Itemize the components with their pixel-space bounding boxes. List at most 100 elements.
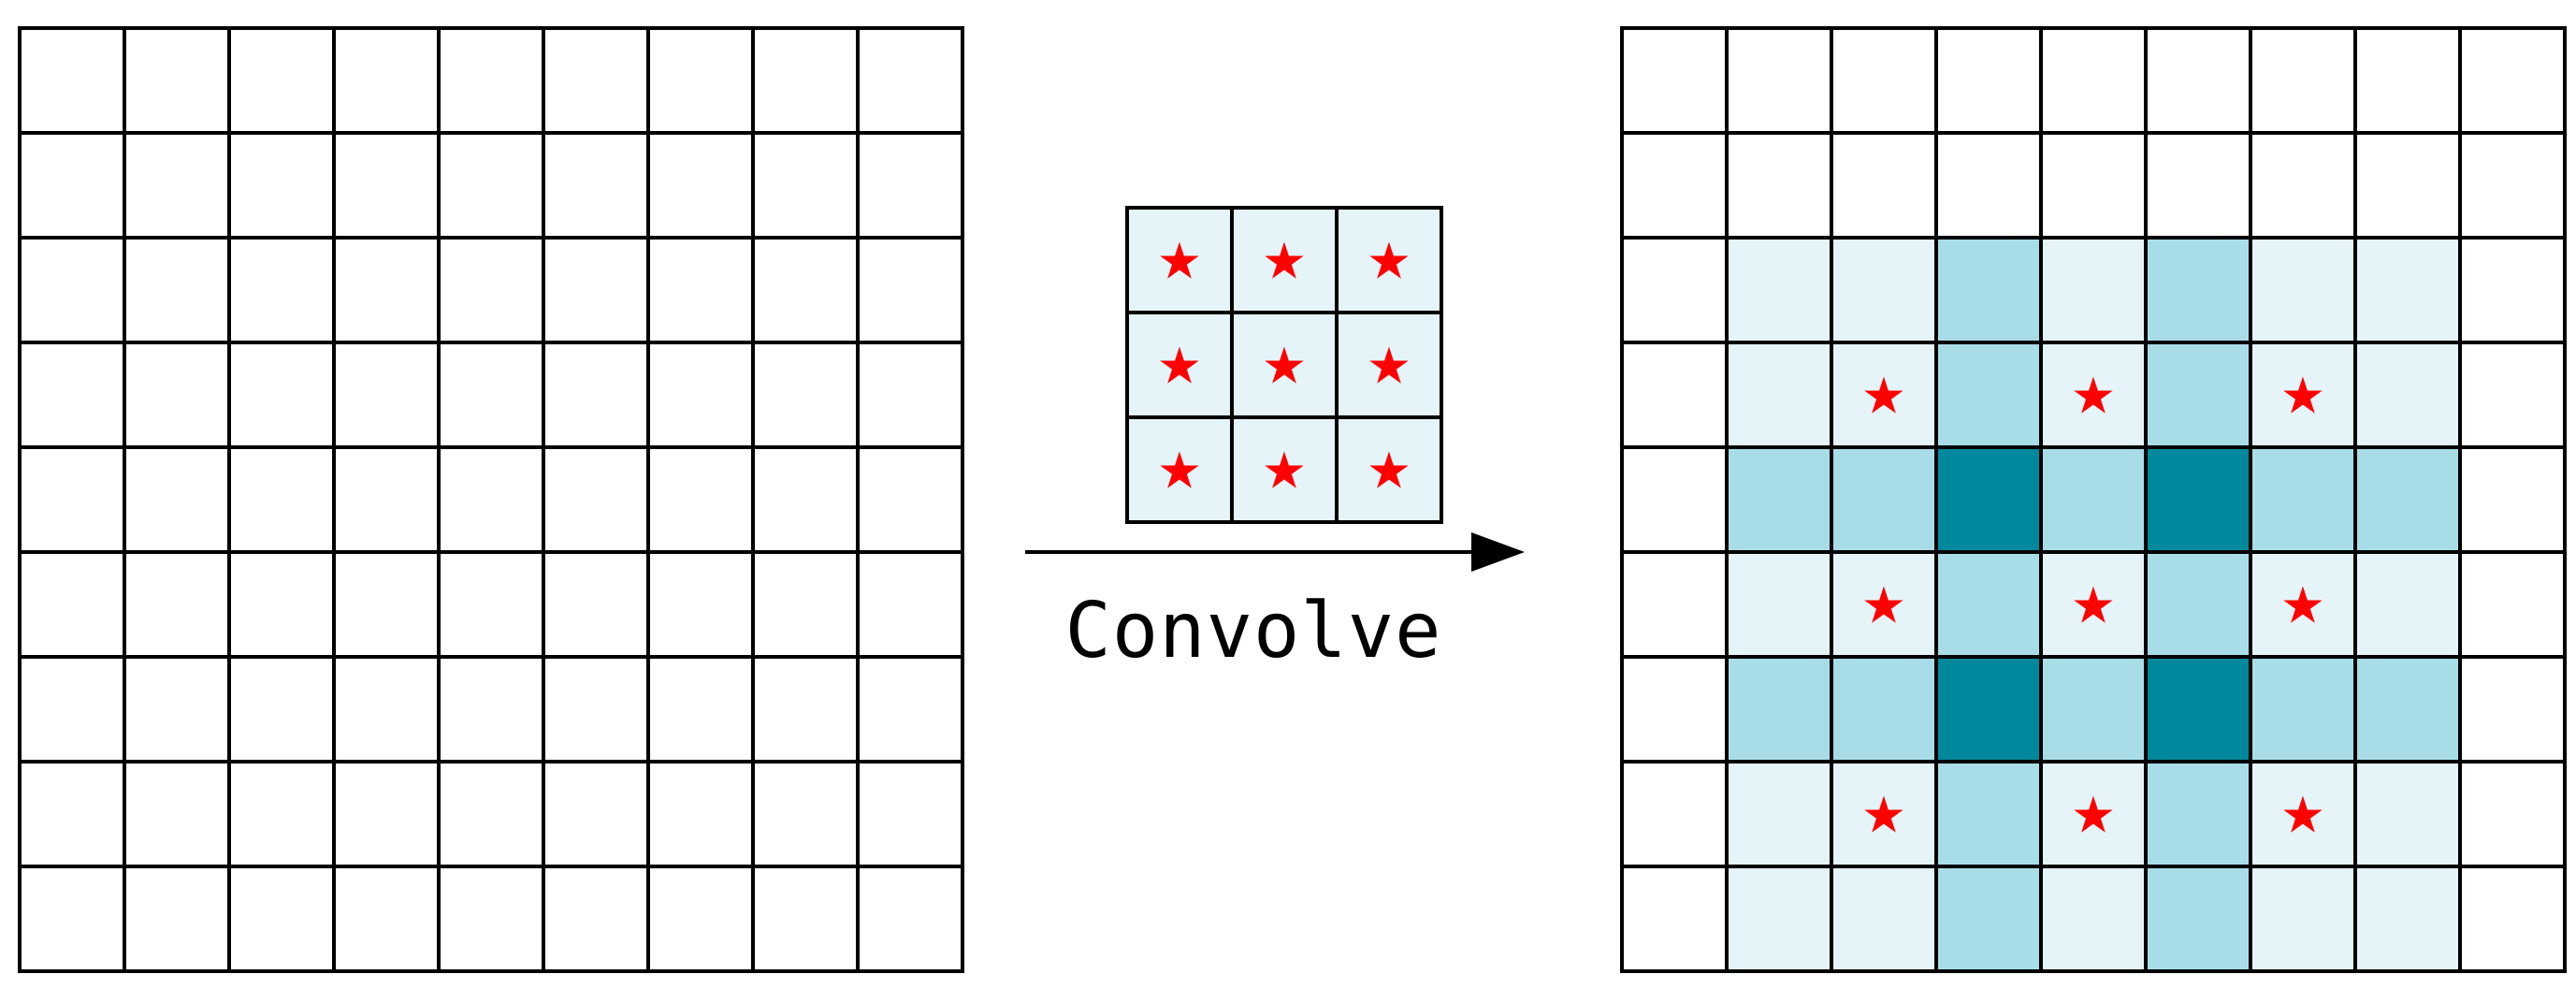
input-cell — [334, 342, 439, 447]
output-cell — [2250, 133, 2355, 238]
output-cell — [1727, 447, 1831, 552]
input-cell — [648, 133, 753, 238]
input-cell — [543, 762, 648, 866]
output-cell — [1936, 133, 2041, 238]
input-cell — [543, 133, 648, 238]
input-cell — [648, 342, 753, 447]
kernel-cell — [1337, 313, 1441, 417]
output-cell — [1831, 866, 1936, 971]
input-cell — [543, 552, 648, 657]
output-grid: ★★★★★★★★★ — [1620, 26, 2567, 973]
input-cell — [229, 133, 334, 238]
input-cell — [439, 238, 543, 342]
input-cell — [648, 657, 753, 762]
input-cell — [648, 762, 753, 866]
output-cell — [2460, 238, 2565, 342]
input-cell — [20, 342, 124, 447]
input-cell — [229, 238, 334, 342]
input-cell — [543, 447, 648, 552]
input-cell — [334, 447, 439, 552]
output-cell — [1622, 447, 1727, 552]
input-cell — [439, 28, 543, 133]
output-star-icon: ★ — [2280, 785, 2325, 844]
input-cell — [858, 28, 962, 133]
input-cell — [124, 133, 229, 238]
output-cell — [1831, 762, 1936, 866]
output-cell — [1622, 342, 1727, 447]
kernel-cell — [1232, 417, 1337, 522]
input-cell — [543, 342, 648, 447]
kernel-cell — [1232, 313, 1337, 417]
input-cell — [858, 866, 962, 971]
input-cell — [124, 552, 229, 657]
output-cell — [2250, 342, 2355, 447]
output-cell — [2041, 866, 2146, 971]
output-cell — [1831, 657, 1936, 762]
input-cell — [20, 447, 124, 552]
output-cell — [2041, 133, 2146, 238]
output-star-icon: ★ — [1861, 366, 1906, 425]
input-cell — [648, 866, 753, 971]
input-cell — [229, 866, 334, 971]
output-cell — [1622, 657, 1727, 762]
output-cell — [1622, 133, 1727, 238]
kernel-cell — [1337, 208, 1441, 313]
output-cell — [2146, 342, 2250, 447]
input-cell — [858, 552, 962, 657]
input-cell — [124, 238, 229, 342]
output-cell — [2460, 762, 2565, 866]
output-cell — [2355, 866, 2460, 971]
output-cell — [1831, 28, 1936, 133]
input-cell — [753, 552, 858, 657]
output-cell — [1936, 657, 2041, 762]
output-cell — [2355, 238, 2460, 342]
input-cell — [229, 28, 334, 133]
output-cell — [2250, 28, 2355, 133]
output-cell — [1727, 342, 1831, 447]
input-cell — [543, 28, 648, 133]
output-cell — [2460, 657, 2565, 762]
output-cell — [2250, 238, 2355, 342]
output-cell — [1622, 866, 1727, 971]
input-cell — [648, 238, 753, 342]
input-cell — [20, 552, 124, 657]
input-cell — [334, 238, 439, 342]
output-cell — [2041, 238, 2146, 342]
output-star-icon: ★ — [1861, 575, 1906, 634]
input-cell — [753, 447, 858, 552]
input-cell — [648, 552, 753, 657]
input-cell — [753, 657, 858, 762]
output-cell — [2041, 447, 2146, 552]
output-cell — [2355, 342, 2460, 447]
output-cell — [2250, 552, 2355, 657]
output-cell — [2041, 762, 2146, 866]
kernel-star-icon: ★ — [1262, 441, 1307, 500]
kernel-cell — [1232, 208, 1337, 313]
input-cell — [229, 762, 334, 866]
input-cell — [20, 762, 124, 866]
input-cell — [229, 657, 334, 762]
input-cell — [858, 657, 962, 762]
input-cell — [753, 28, 858, 133]
input-cell — [439, 447, 543, 552]
output-star-icon: ★ — [2280, 366, 2325, 425]
output-cell — [1727, 762, 1831, 866]
input-cell — [648, 447, 753, 552]
kernel-star-icon: ★ — [1367, 231, 1411, 290]
output-cell — [2146, 657, 2250, 762]
input-cell — [753, 238, 858, 342]
output-cell — [2355, 447, 2460, 552]
input-cell — [229, 552, 334, 657]
output-cell — [2250, 657, 2355, 762]
convolve-arrow — [1025, 532, 1525, 572]
output-cell — [2355, 133, 2460, 238]
output-cell — [2460, 342, 2565, 447]
input-cell — [124, 447, 229, 552]
input-cell — [20, 866, 124, 971]
input-cell — [543, 238, 648, 342]
output-cell — [2146, 552, 2250, 657]
input-grid — [18, 26, 964, 973]
output-cell — [1831, 342, 1936, 447]
input-cell — [439, 342, 543, 447]
